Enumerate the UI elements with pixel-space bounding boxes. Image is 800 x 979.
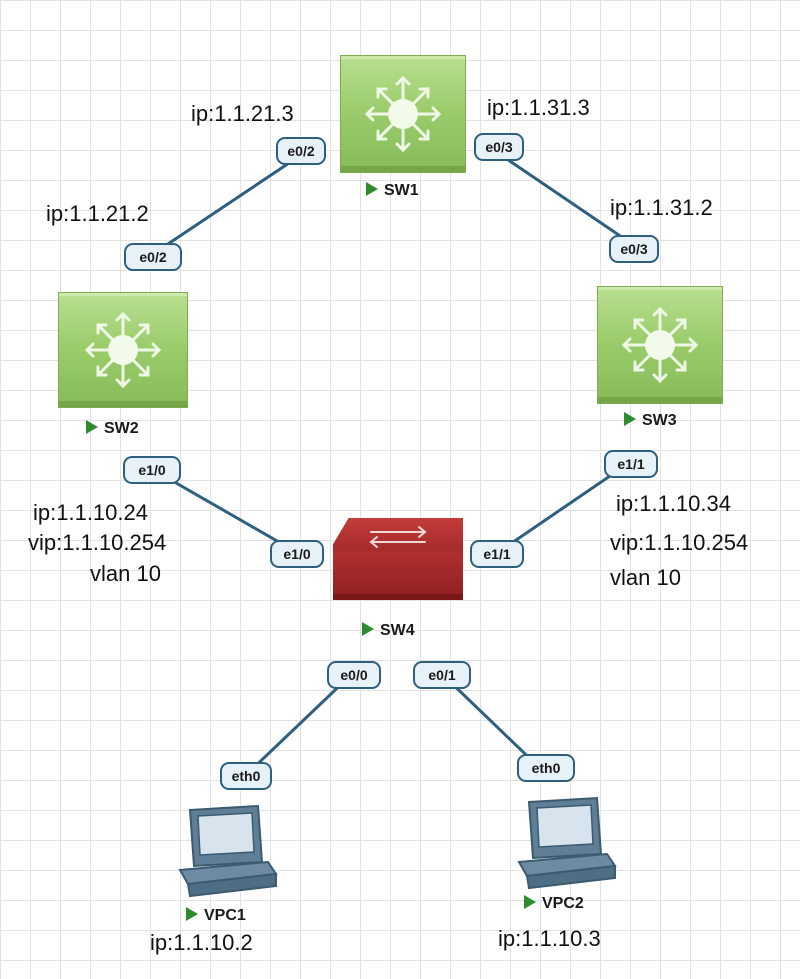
vpc2-device[interactable] [515,792,619,892]
layer3-switch-icon [621,306,699,384]
sw4-name: SW4 [380,622,415,639]
vpc2-ip-label: ip:1.1.10.3 [498,926,601,951]
sw3-name: SW3 [642,412,677,429]
running-indicator-icon [362,622,374,636]
running-indicator-icon [366,182,378,196]
vpc1-name: VPC1 [204,907,246,924]
vpc1-device[interactable] [176,800,280,900]
link-sw4-vpc1[interactable] [244,671,355,777]
sw2-name: SW2 [104,420,139,437]
sw1-name: SW1 [384,182,419,199]
port-vpc2-eth0[interactable]: eth0 [517,754,575,782]
port-sw4-e0-0[interactable]: e0/0 [327,661,381,689]
layer3-switch-icon [84,311,162,389]
port-sw2-e0-2[interactable]: e0/2 [124,243,182,271]
sw2-e0-2-ip-label: ip:1.1.21.2 [46,201,149,226]
sw1-label: SW1 [366,182,419,200]
link-sw1-sw2[interactable] [149,151,305,258]
desktop-pc-icon [517,796,617,890]
sw3-e0-3-ip-label: ip:1.1.31.2 [610,195,713,220]
vpc1-ip-label: ip:1.1.10.2 [150,930,253,955]
port-sw3-e0-3[interactable]: e0/3 [609,235,659,263]
port-sw4-e1-0[interactable]: e1/0 [270,540,324,568]
sw2-device[interactable] [58,292,188,408]
vpc2-label: VPC2 [524,895,584,913]
sw3-vlan-label: vlan 10 [610,565,681,590]
sw1-device[interactable] [340,55,466,173]
port-sw4-e1-1[interactable]: e1/1 [470,540,524,568]
port-sw1-e0-3[interactable]: e0/3 [474,133,524,161]
port-sw1-e0-2[interactable]: e0/2 [276,137,326,165]
layer2-switch-icon [369,526,427,548]
sw1-e0-2-ip-label: ip:1.1.21.3 [191,101,294,126]
link-sw1-sw3[interactable] [497,151,639,250]
sw3-device[interactable] [597,286,723,404]
sw2-vip-label: vip:1.1.10.254 [28,530,167,555]
port-sw2-e1-0[interactable]: e1/0 [123,456,181,484]
sw3-vip-label: vip:1.1.10.254 [610,530,749,555]
running-indicator-icon [186,907,198,921]
sw2-label: SW2 [86,420,139,438]
sw4-label: SW4 [362,622,415,640]
sw1-e0-3-ip-label: ip:1.1.31.3 [487,95,590,120]
sw4-device[interactable] [333,518,463,600]
sw2-vlan-label: vlan 10 [90,561,161,586]
sw2-ip-label: ip:1.1.10.24 [33,500,148,525]
vpc1-label: VPC1 [186,907,246,925]
sw3-ip-label: ip:1.1.10.34 [616,491,731,516]
layer3-switch-icon [364,75,442,153]
running-indicator-icon [86,420,98,434]
desktop-pc-icon [178,804,278,898]
running-indicator-icon [524,895,536,909]
port-vpc1-eth0[interactable]: eth0 [220,762,272,790]
sw3-label: SW3 [624,412,677,430]
port-sw4-e0-1[interactable]: e0/1 [413,661,471,689]
port-sw3-e1-1[interactable]: e1/1 [604,450,658,478]
vpc2-name: VPC2 [542,895,584,912]
running-indicator-icon [624,412,636,426]
